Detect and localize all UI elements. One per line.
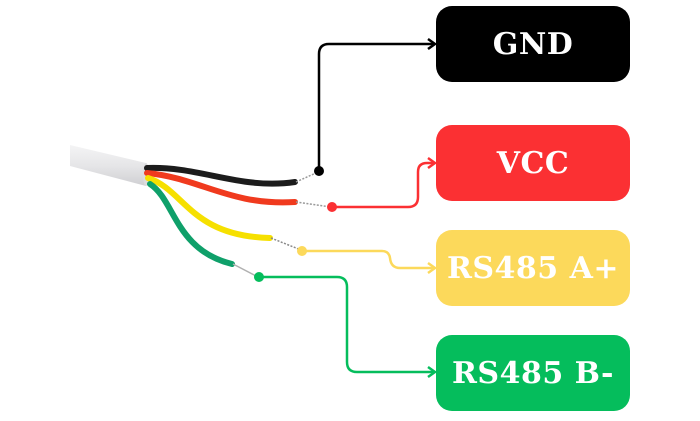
connector-gnd (314, 37, 438, 176)
wire-black (144, 164, 319, 187)
pin-label-rs485-b: RS485 B- (436, 335, 630, 411)
wire-yellow (145, 175, 302, 251)
pin-label-gnd-text: GND (492, 26, 574, 62)
pin-label-vcc-text: VCC (496, 145, 570, 181)
pin-label-vcc: VCC (436, 125, 630, 201)
pin-label-rs485-a-text: RS485 A+ (446, 250, 620, 286)
wire-green (147, 181, 259, 278)
cable-jacket (70, 145, 149, 186)
connector-vcc (327, 156, 438, 212)
pin-label-rs485-b-text: RS485 B- (451, 355, 615, 391)
connector-rs485-a (297, 246, 438, 275)
connector-rs485-b (254, 272, 438, 379)
pin-label-gnd: GND (436, 6, 630, 82)
wire-red (144, 170, 332, 208)
pin-label-rs485-a: RS485 A+ (436, 230, 630, 306)
